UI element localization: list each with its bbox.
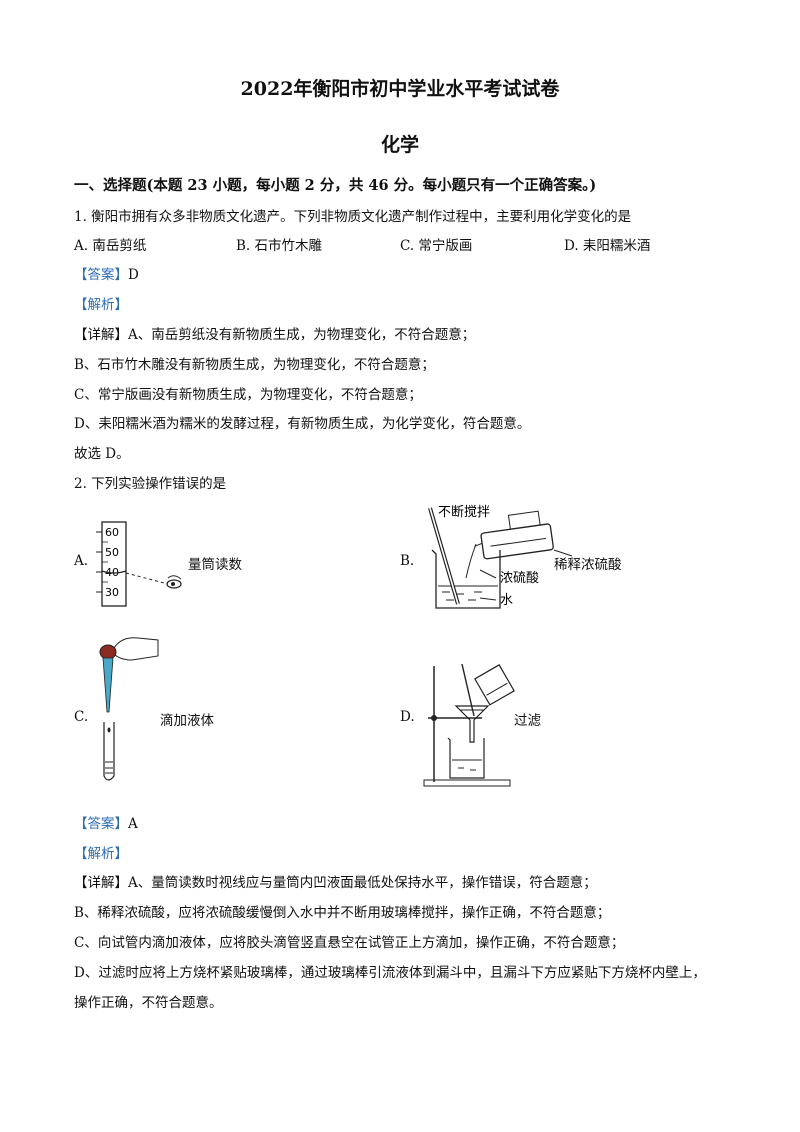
q1-detail-5: 故选 D。	[74, 446, 130, 462]
q2-option-d-letter: D.	[400, 709, 415, 725]
q2-option-d-label: 过滤	[514, 713, 541, 729]
exam-title: 2022年衡阳市初中学业水平考试试卷	[240, 78, 560, 100]
graduated-cylinder-figure: 60 50 40 30	[96, 521, 182, 607]
q1-option-b: B. 石市竹木雕	[236, 238, 323, 254]
eye-icon	[166, 575, 182, 589]
stir-label: 不断搅拌	[438, 504, 490, 520]
q2-answer: 【答案】A	[74, 812, 138, 832]
q1-detail-3: C、常宁版画没有新物质生成，为物理变化，不符合题意；	[74, 387, 422, 403]
answer-tag: 【答案】	[74, 267, 128, 283]
tick-30: 30	[105, 586, 119, 599]
q2-detail-1: 【详解】A、量筒读数时视线应与量筒内凹液面最低处保持水平，操作错误，符合题意；	[74, 875, 597, 891]
q1-analysis-tag: 【解析】	[74, 297, 128, 313]
q2-option-c-label: 滴加液体	[160, 713, 214, 729]
q2-analysis-tag: 【解析】	[74, 846, 128, 862]
q1-detail-1: 【详解】A、南岳剪纸没有新物质生成，为物理变化，不符合题意；	[74, 327, 476, 343]
q2-stem: 2. 下列实验操作错误的是	[74, 476, 227, 492]
section-heading: 一、选择题(本题 23 小题，每小题 2 分，共 46 分。每小题只有一个正确答…	[74, 177, 597, 194]
q1-answer: 【答案】D	[74, 263, 139, 283]
q2-detail-3: C、向试管内滴加液体，应将胶头滴管竖直悬空在试管正上方滴加，操作正确，不符合题意…	[74, 935, 625, 951]
q2-option-a-label: 量筒读数	[188, 557, 242, 573]
q1-option-c: C. 常宁版画	[400, 238, 473, 254]
q2-option-b-label: 稀释浓硫酸	[554, 557, 622, 573]
filtration-figure	[423, 663, 515, 787]
acid-label: 浓硫酸	[500, 571, 539, 586]
tick-60: 60	[105, 526, 119, 539]
q1-stem: 1. 衡阳市拥有众多非物质文化遗产。下列非物质文化遗产制作过程中，主要利用化学变…	[74, 209, 632, 225]
q1-option-d: D. 耒阳糯米酒	[564, 238, 651, 254]
tick-50: 50	[105, 546, 119, 559]
dilute-acid-figure: 不断搅拌 浓硫酸 水	[428, 504, 573, 609]
q1-detail-2: B、石市竹木雕没有新物质生成，为物理变化，不符合题意；	[74, 357, 435, 373]
water-label: 水	[500, 593, 513, 608]
q2-detail-2: B、稀释浓硫酸，应将浓硫酸缓慢倒入水中并不断用玻璃棒搅拌，操作正确，不符合题意；	[74, 905, 611, 921]
subject-title: 化学	[380, 134, 419, 156]
q2-option-c-letter: C.	[74, 709, 89, 725]
answer-value: D	[128, 267, 139, 283]
q2-detail-5: 操作正确，不符合题意。	[74, 995, 223, 1011]
q1-detail-4: D、耒阳糯米酒为糯米的发酵过程，有新物质生成，为化学变化，符合题意。	[74, 416, 531, 432]
q2-option-b-letter: B.	[400, 553, 415, 569]
answer-tag: 【答案】	[74, 816, 128, 832]
q1-option-a: A. 南岳剪纸	[74, 238, 147, 254]
q2-option-a-letter: A.	[74, 553, 89, 569]
dropper-figure	[99, 637, 159, 781]
answer-value: A	[128, 816, 138, 832]
q2-detail-4: D、过滤时应将上方烧杯紧贴玻璃棒，通过玻璃棒引流液体到漏斗中，且漏斗下方应紧贴下…	[74, 965, 706, 981]
